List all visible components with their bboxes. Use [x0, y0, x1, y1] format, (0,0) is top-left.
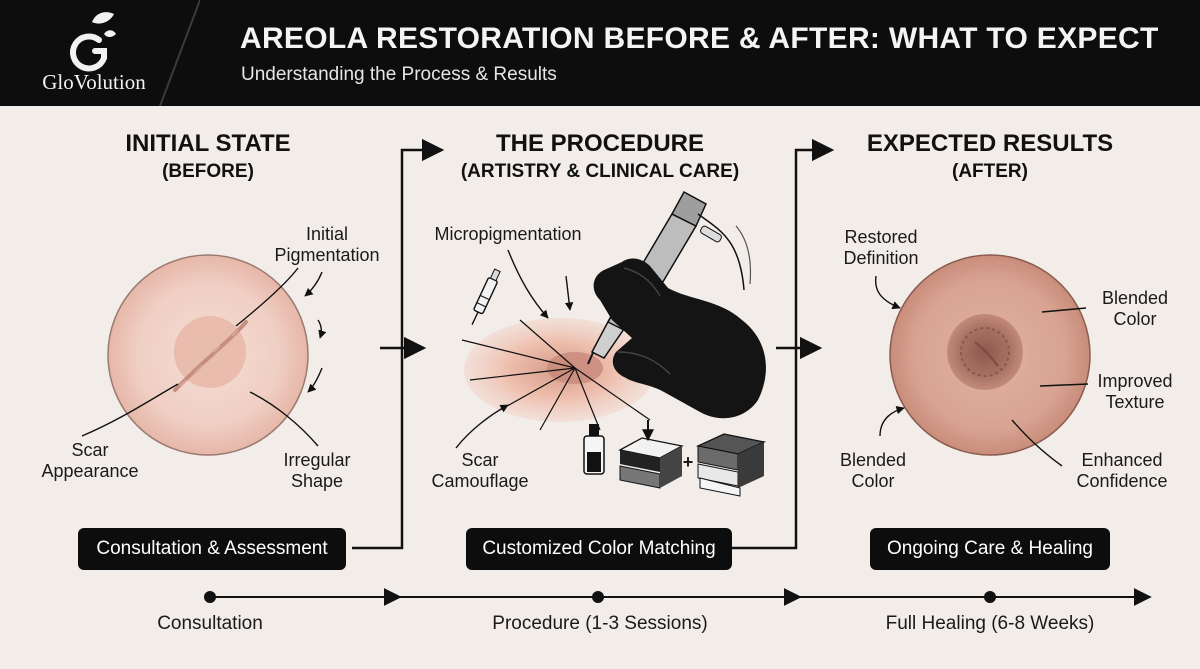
timeline-dot-2	[592, 591, 604, 603]
column-title-after: EXPECTED RESULTS	[866, 130, 1114, 157]
label-enhanced-confidence: Enhanced Confidence	[1076, 450, 1168, 491]
column-subtitle-before: (BEFORE)	[162, 161, 254, 182]
column-title-before: INITIAL STATE	[125, 130, 291, 157]
after-annotations	[874, 275, 1089, 467]
timeline-label-full-healing: Full Healing (6-8 Weeks)	[885, 613, 1095, 634]
pill-ongoing-care-healing: Ongoing Care & Healing	[870, 528, 1110, 570]
label-restored-definition: Restored Definition	[843, 227, 919, 268]
before-annotations	[81, 267, 327, 447]
timeline-label-procedure: Procedure (1-3 Sessions)	[492, 613, 708, 634]
label-scar-appearance: Scar Appearance	[41, 440, 139, 481]
label-scar-camouflage: Scar Camouflage	[431, 450, 529, 491]
timeline-dot-1	[204, 591, 216, 603]
logo-text: GloVolution	[42, 70, 146, 94]
label-improved-texture: Improved Texture	[1097, 371, 1173, 412]
label-blended-color-right: Blended Color	[1101, 288, 1169, 329]
header: GloVolution AREOLA RESTORATION BEFORE & …	[0, 0, 1200, 106]
logo-small-leaf-icon	[104, 30, 116, 37]
gloved-hand-icon	[593, 258, 766, 419]
pill-consultation-assessment: Consultation & Assessment	[78, 528, 346, 570]
color-swatch-light-icon	[695, 433, 767, 497]
logo-g-icon	[69, 33, 107, 72]
timeline-label-consultation: Consultation	[157, 613, 263, 634]
procedure-illustration	[455, 190, 767, 497]
column-title-procedure: THE PROCEDURE	[495, 130, 705, 157]
column-subtitle-after: (AFTER)	[952, 161, 1028, 182]
needle-cartridge-icon	[471, 268, 501, 325]
before-areola	[107, 254, 309, 456]
label-blended-color-left: Blended Color	[839, 450, 907, 491]
logo-mark	[69, 0, 200, 106]
page-subtitle: Understanding the Process & Results	[241, 64, 557, 85]
timeline	[204, 588, 1152, 606]
page-title: AREOLA RESTORATION BEFORE & AFTER: WHAT …	[240, 22, 1159, 55]
logo-divider	[159, 0, 200, 106]
label-initial-pigmentation: Initial Pigmentation	[274, 224, 380, 265]
column-subtitle-procedure: (ARTISTRY & CLINICAL CARE)	[460, 161, 740, 182]
pill-customized-color-matching: Customized Color Matching	[466, 528, 732, 570]
logo-leaf-icon	[92, 12, 114, 24]
timeline-dot-3	[984, 591, 996, 603]
logo: GloVolution	[0, 0, 200, 106]
label-micropigmentation: Micropigmentation	[434, 224, 582, 244]
label-irregular-shape: Irregular Shape	[283, 450, 351, 491]
color-swatch-dark-icon	[618, 420, 684, 489]
diagram-artwork	[81, 138, 1152, 606]
after-areola	[889, 254, 1091, 456]
ink-bottle-icon	[583, 424, 605, 475]
plus-sign: +	[682, 452, 694, 472]
